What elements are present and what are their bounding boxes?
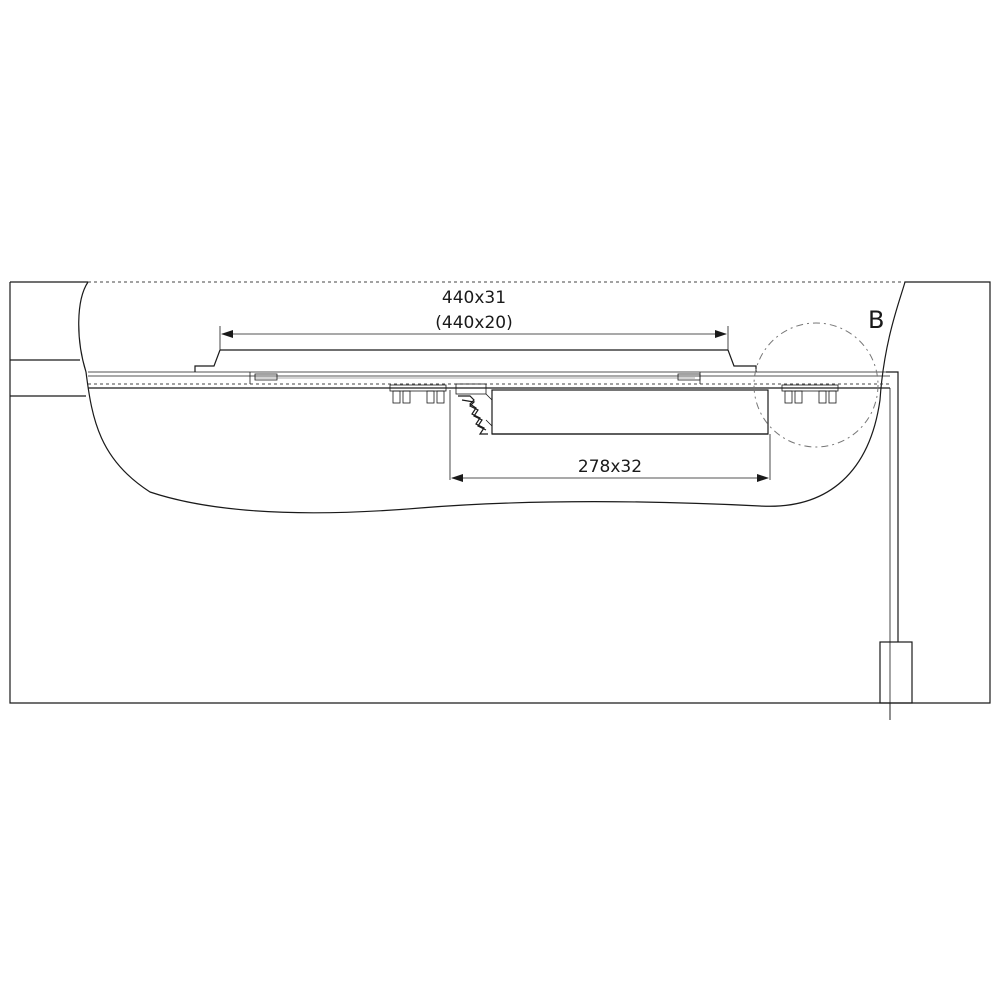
outer-frame (9, 281, 991, 704)
left-mounting-screws (389, 384, 447, 404)
detail-circle (753, 322, 879, 448)
closer-body (449, 383, 771, 480)
door-frame-right (879, 371, 913, 720)
top-dimension-label-alt: (440x20) (435, 313, 512, 333)
slide-rail (88, 349, 890, 389)
top-dimension (219, 326, 729, 350)
bottom-dimension-label: 278x32 (578, 457, 642, 477)
detail-marker-label: B (868, 306, 884, 334)
right-mounting-screws (781, 384, 839, 404)
top-dimension-label: 440x31 (442, 288, 506, 308)
cutaway-outline (78, 281, 906, 514)
